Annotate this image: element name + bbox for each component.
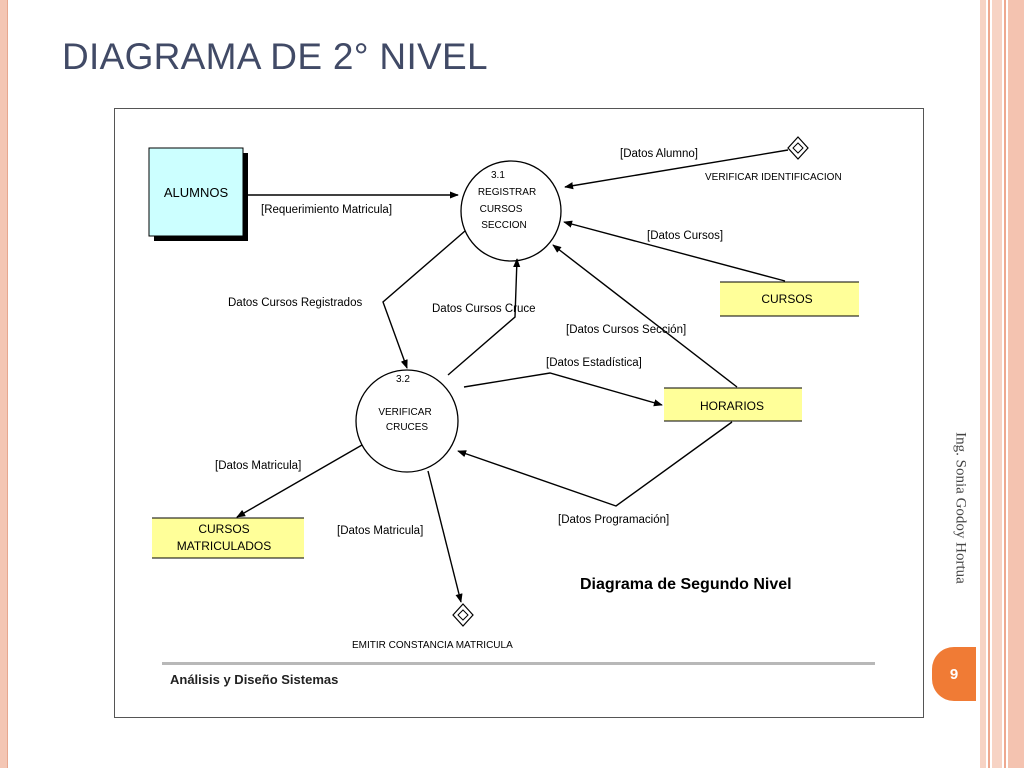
left-border-stripe [0,0,8,768]
process-3-1-line-1: REGISTRAR [478,187,536,198]
process-3-1-line-3: SECCION [481,220,527,231]
diagram-figure: ALUMNOS 3.1 REGISTRAR CURSOS SECCION 3.2… [114,108,924,718]
page-number-badge: 9 [932,647,976,701]
author-credit-text: Ing. Sonia Godoy Hortua [952,432,969,584]
flow-label-requerimiento: [Requerimiento Matricula] [261,204,392,216]
process-3-1-number: 3.1 [491,170,505,181]
flow-label-datos-matricula-left: [Datos Matricula] [215,460,301,472]
entity-alumnos: ALUMNOS [148,147,248,241]
footer-rule [162,662,875,665]
entity-alumnos-label: ALUMNOS [164,185,229,200]
flow-label-datos-programacion: [Datos Programación] [558,514,669,526]
flow-label-datos-alumno: [Datos Alumno] [620,148,698,160]
connector-emitir-constancia: EMITIR CONSTANCIA MATRICULA [352,603,513,651]
flow-arrow-datos-estadistica [463,372,663,407]
flow-label-datos-cursos-cruce: Datos Cursos Cruce [432,303,536,315]
diagram-footer: Análisis y Diseño Sistemas [170,672,338,687]
flow-arrow-datos-matricula-left [236,444,363,518]
process-3-2: 3.2 VERIFICAR CRUCES [355,369,459,473]
flow-label-datos-cursos: [Datos Cursos] [647,230,723,242]
connector-emitir-constancia-label: EMITIR CONSTANCIA MATRICULA [352,640,513,651]
process-3-1: 3.1 REGISTRAR CURSOS SECCION [460,160,562,262]
process-3-2-line-2: CRUCES [386,422,429,433]
flow-label-datos-estadistica: [Datos Estadística] [546,357,642,369]
entity-cursos: CURSOS [720,281,859,317]
flow-arrow-datos-cursos [563,220,786,282]
entity-cursos-matriculados-line-1: CURSOS [198,522,249,536]
process-3-1-line-2: CURSOS [480,204,523,215]
entity-cursos-matriculados: CURSOS MATRICULADOS [152,517,304,559]
flow-arrow-datos-cursos-seccion [552,244,738,388]
process-3-2-line-1: VERIFICAR [378,407,431,418]
connector-verificar-identificacion: VERIFICAR IDENTIFICACION [705,136,842,183]
flow-label-datos-cursos-registrados: Datos Cursos Registrados [228,297,362,309]
entity-horarios-label: HORARIOS [700,399,764,413]
flow-arrow-datos-alumno [564,149,789,190]
process-3-2-number: 3.2 [396,374,410,385]
flow-label-datos-matricula-down: [Datos Matricula] [337,525,423,537]
entity-horarios: HORARIOS [664,387,802,422]
diagram-caption: Diagrama de Segundo Nivel [580,576,792,593]
right-border-stripes [980,0,1024,768]
slide-title: DIAGRAMA DE 2° NIVEL [62,36,488,77]
entity-cursos-matriculados-line-2: MATRICULADOS [177,539,271,553]
flow-arrow-datos-matricula-down [427,470,463,603]
flow-arrow-datos-programacion [457,421,733,507]
connector-verificar-identificacion-label: VERIFICAR IDENTIFICACION [705,172,842,183]
data-flow-diagram: ALUMNOS 3.1 REGISTRAR CURSOS SECCION 3.2… [148,136,875,687]
flow-arrow-datos-cursos-cruce [447,258,521,376]
flow-arrow-datos-cursos-registrados [382,230,466,369]
entity-cursos-label: CURSOS [761,292,812,306]
flow-label-datos-cursos-seccion: [Datos Cursos Sección] [566,324,686,336]
page-number: 9 [949,665,959,683]
